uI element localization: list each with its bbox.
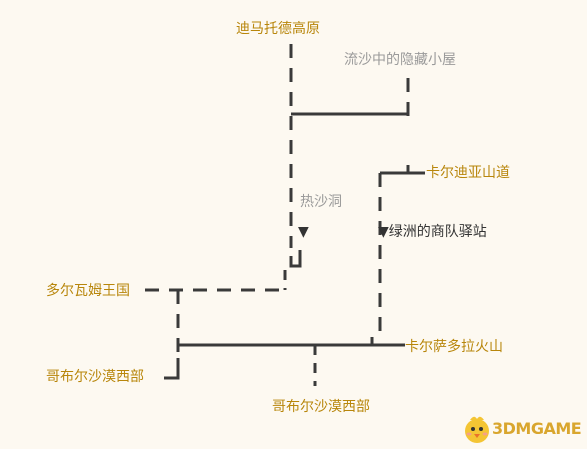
- location-sand-house: 流沙中的隐藏小屋: [344, 52, 456, 68]
- location-hot-sand-cave: 热沙洞: [300, 194, 342, 210]
- location-gobi-west-bottom: 哥布尔沙漠西部: [272, 399, 370, 415]
- chick-mascot-icon: [465, 416, 489, 443]
- location-gobi-west-left: 哥布尔沙漠西部: [46, 369, 144, 385]
- route-cave-step: [289, 250, 302, 268]
- location-dorwa-kingdom: 多尔瓦姆王国: [46, 283, 130, 299]
- route-to-gobi-left: [164, 358, 180, 380]
- watermark-text: 3DMGAME: [492, 419, 582, 438]
- location-karsado-volcano: 卡尔萨多拉火山: [405, 339, 503, 355]
- watermark: 3DMGAME: [462, 412, 584, 446]
- location-oasis-caravan: ▼绿洲的商队驿站: [378, 224, 487, 240]
- plateau-title: 迪马托德高原: [236, 21, 320, 37]
- location-kardiya-pass: 卡尔迪亚山道: [426, 165, 510, 181]
- cave-marker: ▼: [298, 224, 309, 240]
